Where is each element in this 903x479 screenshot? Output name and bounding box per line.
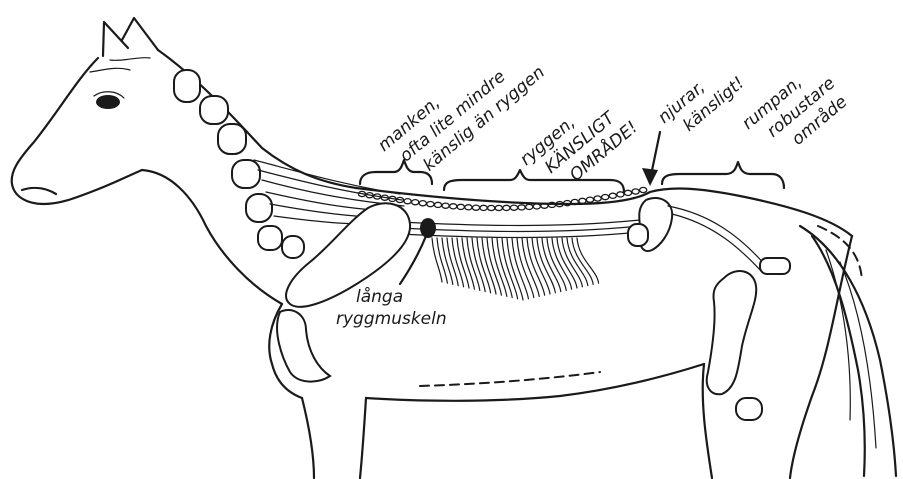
- spine-vertebra: [450, 204, 457, 209]
- spine-vertebra: [495, 205, 502, 210]
- spine-vertebra: [427, 202, 434, 207]
- bracket-ryggen: [444, 170, 624, 192]
- label-rumpan: rumpan, robustare område: [738, 57, 853, 168]
- spine-vertebra: [594, 196, 601, 201]
- spine-vertebra: [609, 193, 616, 198]
- ear-left: [103, 22, 128, 56]
- spine-vertebra: [602, 195, 609, 200]
- foreleg: [302, 398, 314, 478]
- label-manken: manken, ofta lite mindre känslig än rygg…: [374, 29, 548, 190]
- vertebra: [258, 226, 282, 250]
- label-njurar: njurar, känsligt!: [654, 56, 748, 144]
- muscle-marker: [420, 218, 436, 238]
- spine-vertebra: [579, 198, 586, 203]
- hip-joint: [628, 224, 648, 246]
- tail-hair: [840, 262, 876, 448]
- tail-inner: [812, 236, 865, 476]
- spine-vertebra: [457, 204, 464, 209]
- spine-vertebra: [419, 201, 426, 206]
- spine-vertebra: [404, 199, 411, 204]
- spine-vertebra: [472, 205, 479, 210]
- vertebra: [232, 160, 260, 188]
- spine-vertebra: [624, 190, 631, 195]
- vertebra: [218, 124, 246, 154]
- spine-vertebra: [632, 189, 639, 194]
- belly-dash: [420, 372, 600, 386]
- head-outline: [12, 58, 142, 204]
- bracket-rumpan: [662, 162, 784, 188]
- spine-vertebra: [617, 192, 624, 197]
- vertebra: [174, 70, 200, 102]
- rib-line: [432, 238, 442, 282]
- ischium: [760, 258, 790, 274]
- sacrum-ligament: [672, 214, 762, 272]
- tail-dash: [818, 226, 862, 280]
- ribs: [432, 238, 599, 300]
- kidney-arrowhead: [642, 168, 658, 186]
- spine-vertebra: [488, 205, 495, 210]
- vertebra: [282, 236, 304, 258]
- spine-vertebra: [442, 203, 449, 208]
- spine-vertebra: [533, 204, 540, 209]
- mouth-line: [22, 188, 56, 194]
- spine-vertebra: [510, 205, 517, 210]
- hindleg-back: [790, 236, 852, 478]
- spine-vertebra: [412, 200, 419, 205]
- mane-wisp: [90, 68, 130, 72]
- eye: [96, 95, 120, 109]
- label-muskel: långa ryggmuskeln: [336, 286, 447, 329]
- ear-right: [122, 18, 158, 50]
- spine-vertebra: [503, 205, 510, 210]
- rib-line: [532, 238, 550, 294]
- sacrum-ligament: [668, 206, 766, 266]
- vertebra: [246, 194, 272, 222]
- mane-wisp: [110, 58, 150, 61]
- label-muskel-line1: långa: [356, 286, 403, 307]
- spine-vertebra: [434, 202, 441, 207]
- femur: [707, 271, 756, 394]
- foreleg-back: [360, 398, 366, 478]
- humerus: [277, 310, 330, 382]
- spine-vertebra: [465, 205, 472, 210]
- spine-vertebra: [480, 205, 487, 210]
- rib-line: [557, 238, 577, 288]
- belly: [366, 364, 704, 401]
- spine-vertebra: [640, 187, 647, 192]
- spine-vertebra: [526, 204, 533, 209]
- vertebra: [200, 96, 228, 124]
- long-back-muscle: [400, 220, 640, 238]
- label-muskel-line2: ryggmuskeln: [336, 309, 447, 329]
- spine-vertebra: [518, 205, 525, 210]
- stifle: [736, 398, 762, 420]
- spine-vertebra: [586, 197, 593, 202]
